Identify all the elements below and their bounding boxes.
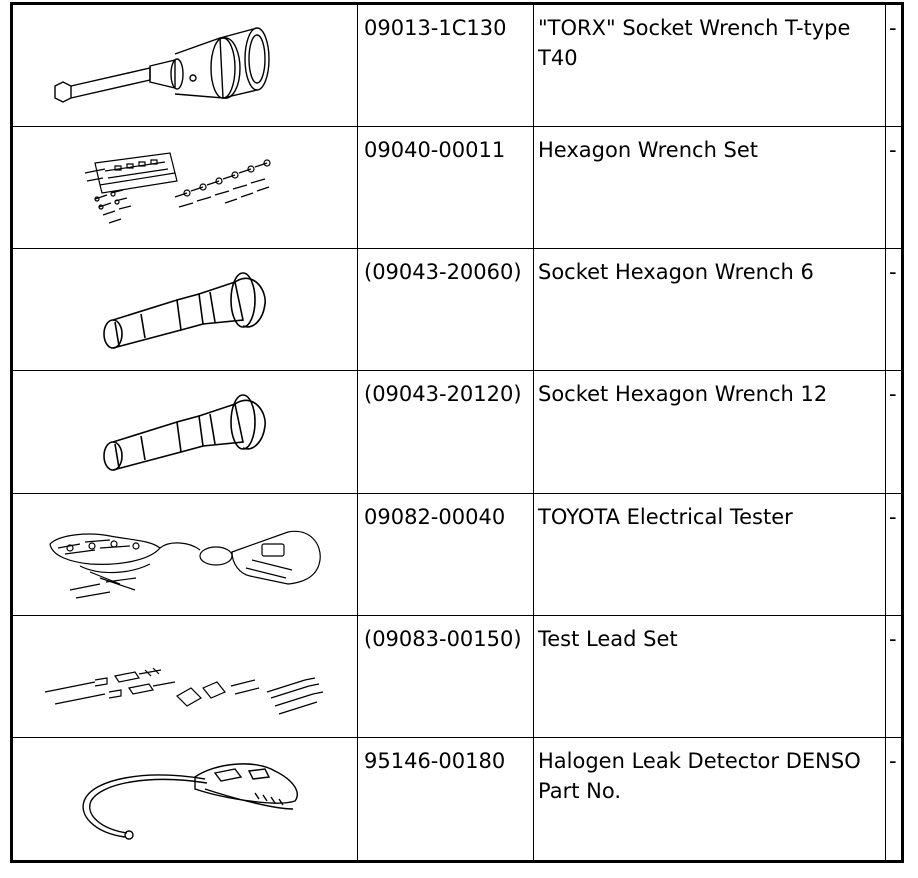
tool-note: - xyxy=(886,371,901,494)
tool-illustration-cell xyxy=(13,615,358,738)
part-number: 09040-00011 xyxy=(358,127,534,250)
tool-note: - xyxy=(886,249,901,372)
halogen-leak-detector-icon xyxy=(55,749,315,849)
tool-note: - xyxy=(886,127,901,250)
tool-description: TOYOTA Electrical Tester xyxy=(534,493,886,616)
part-number: 95146-00180 xyxy=(358,737,534,860)
tool-description: Socket Hexagon Wrench 12 xyxy=(534,371,886,494)
tool-illustration-cell xyxy=(13,737,358,860)
part-number: 09082-00040 xyxy=(358,493,534,616)
tool-description: Hexagon Wrench Set xyxy=(534,127,886,250)
tool-note: - xyxy=(886,616,901,738)
special-tools-table: 09013-1C130 "TORX" Socket Wrench T-type … xyxy=(10,2,904,863)
test-lead-set-icon xyxy=(35,626,335,726)
tool-illustration-cell xyxy=(13,493,358,616)
tool-illustration-cell xyxy=(13,5,358,128)
tool-description: Socket Hexagon Wrench 6 xyxy=(534,249,886,372)
tool-description: Halogen Leak Detector DENSO Part No. xyxy=(534,737,886,860)
part-number: (09043-20120) xyxy=(358,371,534,494)
tool-illustration-cell xyxy=(13,371,358,494)
part-number: 09013-1C130 xyxy=(358,5,534,128)
part-number: (09043-20060) xyxy=(358,249,534,372)
tool-description: Test Lead Set xyxy=(534,615,886,738)
tool-note: - xyxy=(889,748,897,773)
hexagon-wrench-set-icon xyxy=(75,133,295,243)
socket-hexagon-wrench-icon xyxy=(85,260,285,360)
tool-description: "TORX" Socket Wrench T-type T40 xyxy=(534,5,886,128)
tool-note: - xyxy=(886,494,901,616)
tool-illustration-cell xyxy=(13,127,358,250)
tool-illustration-cell xyxy=(13,249,358,372)
torx-socket-wrench-icon xyxy=(35,16,335,116)
tool-note: - xyxy=(886,5,901,128)
electrical-tester-icon xyxy=(40,504,330,604)
part-number: (09083-00150) xyxy=(358,615,534,738)
socket-hexagon-wrench-icon xyxy=(85,382,285,482)
